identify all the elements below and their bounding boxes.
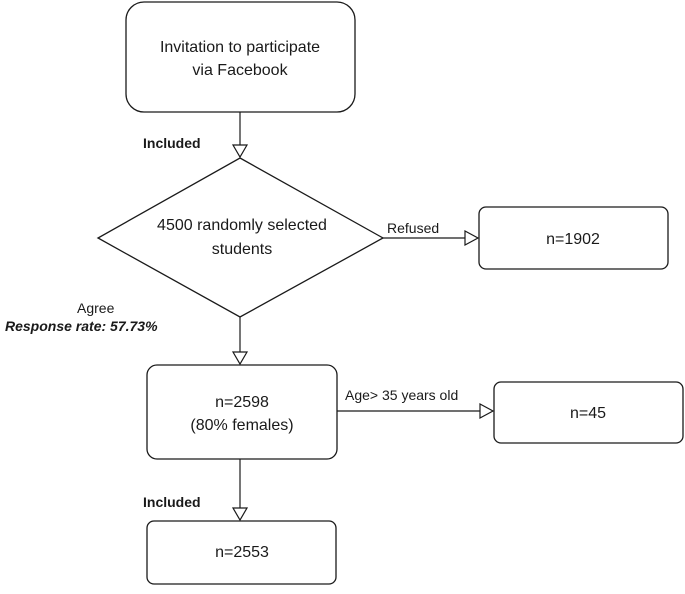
- refused-count-node: [478, 206, 669, 270]
- label-agree: Agree: [77, 300, 115, 316]
- arrowhead-agree: [231, 351, 249, 366]
- selected-students-decision: [96, 157, 385, 318]
- excluded-age-text: n=45: [570, 405, 606, 422]
- arrowhead-refused: [464, 229, 480, 247]
- label-included-1: Included: [143, 135, 201, 151]
- label-refused: Refused: [387, 220, 439, 236]
- label-response-rate: Response rate: 57.73%: [5, 318, 158, 334]
- decision-text-line1: 4500 randomly selected: [157, 217, 327, 234]
- invitation-text-line2: via Facebook: [192, 62, 288, 79]
- final-text: n=2553: [215, 544, 269, 561]
- arrowhead-age: [479, 402, 495, 420]
- sample-node: [146, 364, 338, 460]
- sample-text-line1: n=2598: [215, 394, 269, 411]
- invitation-node: [125, 1, 356, 113]
- decision-text-line2: students: [212, 241, 272, 258]
- final-node: [146, 520, 337, 585]
- excluded-age-node: [493, 381, 684, 444]
- refused-count-text: n=1902: [546, 231, 600, 248]
- invitation-text-line1: Invitation to participate: [160, 39, 320, 56]
- label-age: Age> 35 years old: [345, 387, 458, 403]
- arrowhead-included-2: [231, 507, 249, 522]
- sample-text-line2: (80% females): [190, 417, 293, 434]
- label-included-2: Included: [143, 494, 201, 510]
- arrowhead-included-1: [231, 144, 249, 159]
